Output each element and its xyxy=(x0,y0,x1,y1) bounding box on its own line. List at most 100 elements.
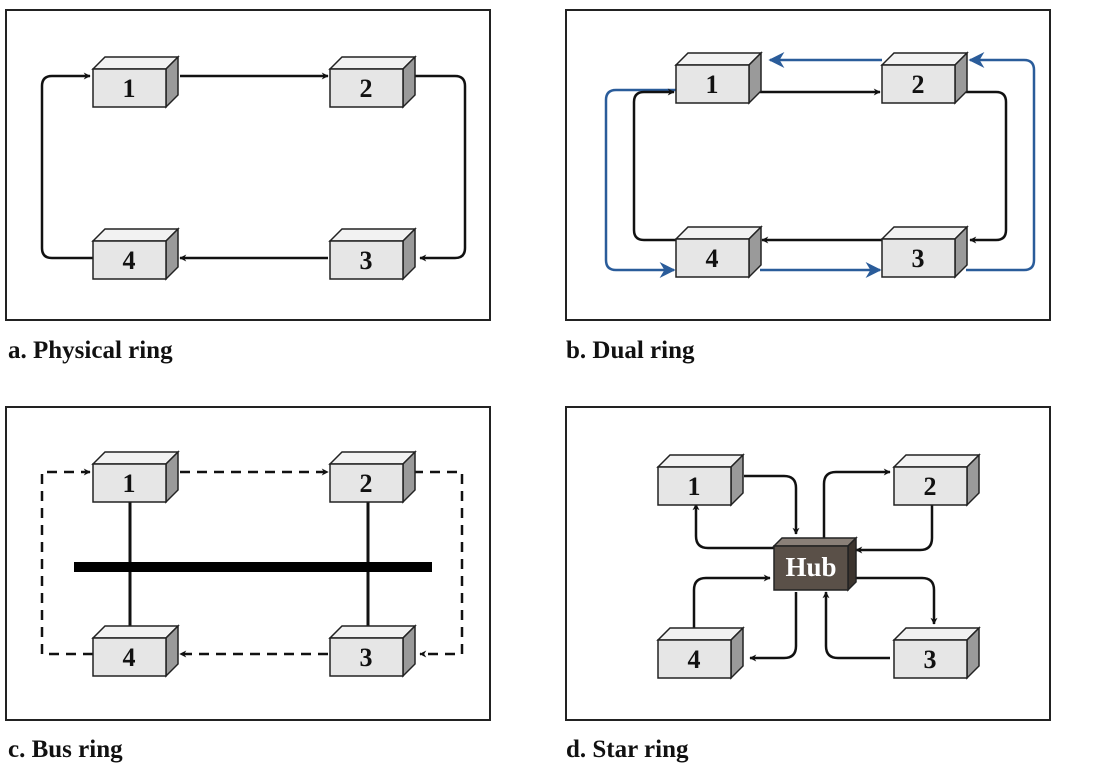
node-1: 1 xyxy=(91,450,180,504)
panel-caption: d. Star ring xyxy=(566,736,689,763)
node-2: 2 xyxy=(328,55,417,109)
hub-front xyxy=(773,545,849,591)
node-label: 4 xyxy=(123,246,136,275)
node-2: 2 xyxy=(328,450,417,504)
primary-ring-links xyxy=(632,88,1008,244)
link-4-to-hub xyxy=(692,574,771,630)
secondary-ring-links xyxy=(604,52,1036,278)
node-label: 2 xyxy=(360,74,373,103)
ring-links xyxy=(40,72,467,262)
link-hub-to-2 xyxy=(822,468,891,538)
cube-icon xyxy=(880,52,969,66)
node-4: 4 xyxy=(656,626,745,680)
node-1: 1 xyxy=(91,55,180,109)
cube-icon xyxy=(328,228,417,242)
panel-physical-ring: 1 2 3 4 a. Physical ring xyxy=(5,9,491,364)
node-2: 2 xyxy=(892,453,981,507)
node-label: 3 xyxy=(360,643,373,672)
cube-front xyxy=(92,240,167,280)
hub: Hub xyxy=(772,536,858,592)
panel-dual-ring: 1 2 3 4 b. Dual ring xyxy=(565,9,1051,364)
cube-front xyxy=(329,68,404,108)
node-label: 2 xyxy=(360,469,373,498)
panel-star-ring: Hub 1 2 3 4 d. Star ring xyxy=(565,406,1051,763)
node-label: 3 xyxy=(912,244,925,273)
node-label: 4 xyxy=(706,244,719,273)
panel-frame xyxy=(565,9,1051,321)
link-2-to-hub xyxy=(855,504,934,554)
cube-icon xyxy=(328,451,417,465)
panel-bus-ring: 1 2 3 4 c. Bus ring xyxy=(5,406,491,763)
cube-front xyxy=(881,64,956,104)
hub-label: Hub xyxy=(785,552,836,582)
cube-icon xyxy=(892,627,981,641)
node-label: 1 xyxy=(706,70,719,99)
bus-and-drops xyxy=(74,500,432,640)
cube-front xyxy=(329,637,404,677)
node-label: 1 xyxy=(123,469,136,498)
logical-ring-links xyxy=(40,468,464,658)
node-3: 3 xyxy=(328,227,417,281)
cube-front xyxy=(893,466,968,506)
node-3: 3 xyxy=(892,626,981,680)
link-2-to-3 xyxy=(413,470,464,658)
link-4-to-1 xyxy=(40,468,93,656)
cube-front xyxy=(329,463,404,503)
blue-link-3-to-2 xyxy=(966,52,1036,272)
star-links xyxy=(692,468,938,662)
node-1: 1 xyxy=(674,51,763,105)
node-3: 3 xyxy=(880,225,969,279)
node-4: 4 xyxy=(91,227,180,281)
link-1-to-hub xyxy=(744,474,800,535)
cube-front xyxy=(657,639,732,679)
cube-icon xyxy=(656,454,745,468)
cube-front xyxy=(92,68,167,108)
cube-front xyxy=(657,466,732,506)
link-3-to-hub xyxy=(822,591,890,660)
node-label: 2 xyxy=(912,70,925,99)
cube-icon xyxy=(674,52,763,66)
link-hub-to-3 xyxy=(850,576,938,625)
node-label: 3 xyxy=(924,645,937,674)
link-2-to-3 xyxy=(413,74,467,262)
hub-side xyxy=(847,536,857,592)
cube-front xyxy=(675,238,750,278)
node-label: 4 xyxy=(688,645,701,674)
cube-icon xyxy=(328,625,417,639)
cube-front xyxy=(893,639,968,679)
panel-caption: b. Dual ring xyxy=(566,337,695,364)
cube-icon xyxy=(91,625,180,639)
cube-icon xyxy=(674,226,763,240)
link-4-to-1 xyxy=(40,72,93,260)
panel-caption: c. Bus ring xyxy=(8,736,123,763)
hub-box-icon xyxy=(772,537,858,547)
link-hub-to-4 xyxy=(749,592,798,662)
cube-icon xyxy=(91,451,180,465)
link-hub-to-1 xyxy=(692,503,776,550)
link-2-to-3 xyxy=(966,90,1008,244)
cube-front xyxy=(92,463,167,503)
panel-caption: a. Physical ring xyxy=(8,337,173,364)
cube-icon xyxy=(328,56,417,70)
node-label: 4 xyxy=(123,643,136,672)
node-2: 2 xyxy=(880,51,969,105)
node-4: 4 xyxy=(91,624,180,678)
cube-icon xyxy=(892,454,981,468)
cube-icon xyxy=(91,228,180,242)
node-1: 1 xyxy=(656,453,745,507)
cube-front xyxy=(881,238,956,278)
blue-link-1-to-4 xyxy=(604,88,676,278)
cube-icon xyxy=(656,627,745,641)
link-4-to-1 xyxy=(632,88,676,242)
node-label: 3 xyxy=(360,246,373,275)
cube-icon xyxy=(91,56,180,70)
node-label: 1 xyxy=(688,472,701,501)
node-label: 2 xyxy=(924,472,937,501)
cube-icon xyxy=(880,226,969,240)
node-4: 4 xyxy=(674,225,763,279)
cube-front xyxy=(92,637,167,677)
node-3: 3 xyxy=(328,624,417,678)
node-label: 1 xyxy=(123,74,136,103)
cube-front xyxy=(675,64,750,104)
